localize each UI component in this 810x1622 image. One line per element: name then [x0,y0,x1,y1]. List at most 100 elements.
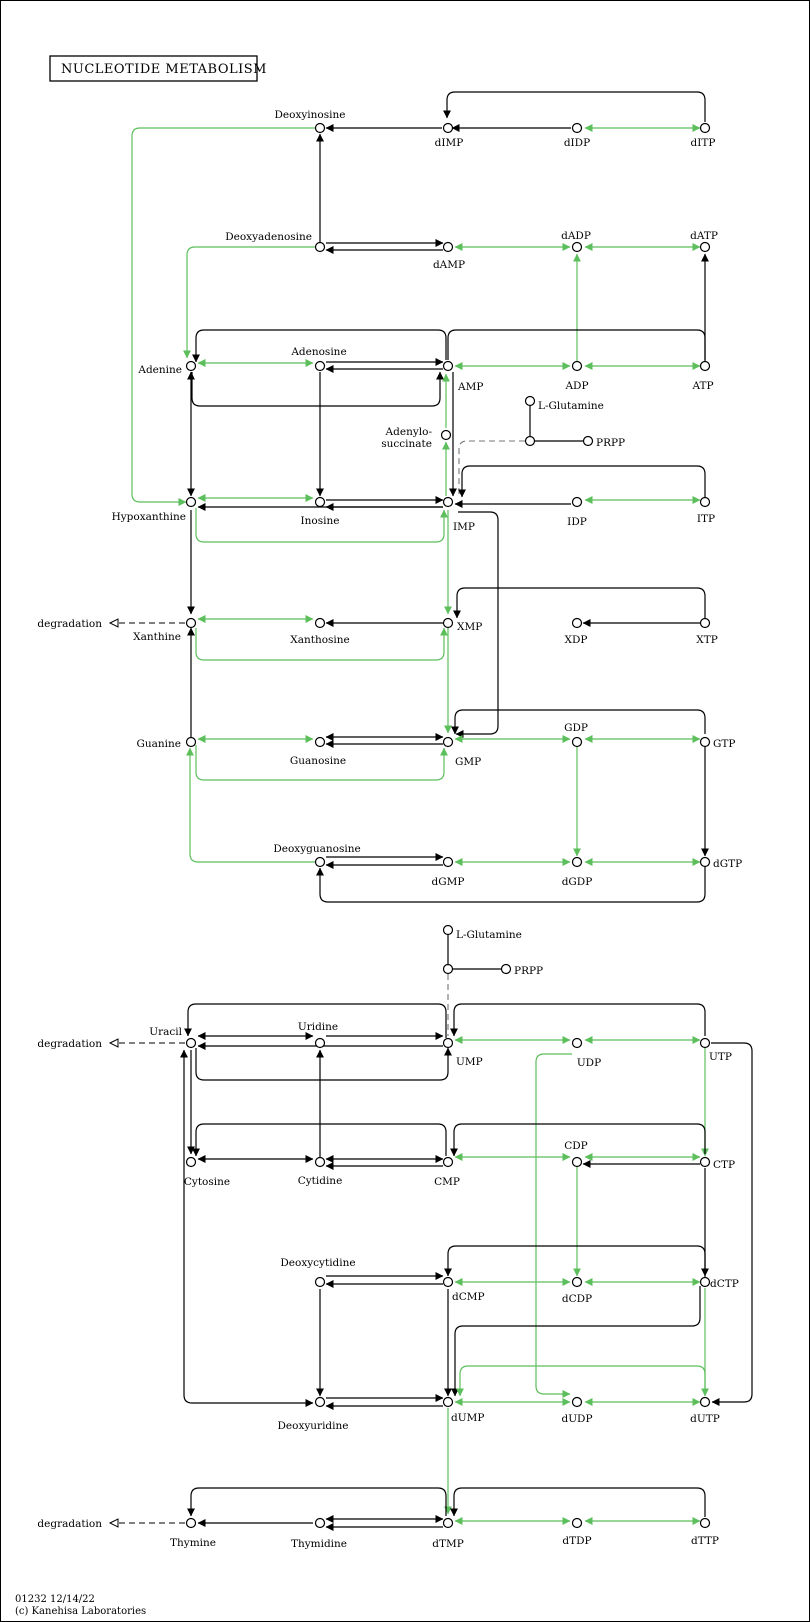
edge-amp-adenine-top[interactable] [192,329,447,363]
label-deoxycytidine: Deoxycytidine [280,1257,355,1269]
node-cytidine[interactable] [314,1156,326,1168]
node-deoxyguanosine[interactable] [314,856,326,868]
node-gdp[interactable] [571,736,583,748]
node-dudp[interactable] [571,1396,583,1408]
label-deoxyadenosine: Deoxyadenosine [225,231,312,243]
node-lglutamine-1[interactable] [524,395,536,407]
node-uridine[interactable] [314,1037,326,1049]
node-uracil[interactable] [185,1037,197,1049]
edge-xtp-xmp[interactable] [453,587,706,619]
edge-dutp-dump[interactable] [456,1365,706,1397]
edge-dtmp-thymine-top[interactable] [187,1487,447,1517]
edge-cmp-cytosine-top[interactable] [192,1123,447,1157]
edge-dgtp-deoxyguanosine[interactable] [316,867,706,903]
edge-guanine-gmp-loop[interactable] [195,745,448,781]
node-amp[interactable] [442,360,454,372]
edge-deoxyadenosine-adenine[interactable] [183,246,315,359]
node-xanthine[interactable] [185,617,197,629]
node-atp[interactable] [699,360,711,372]
node-ump[interactable] [442,1037,454,1049]
label-gmp: GMP [455,756,481,768]
node-dcmp[interactable] [442,1276,454,1288]
node-didp[interactable] [571,122,583,134]
node-xmp[interactable] [442,617,454,629]
node-datp[interactable] [699,241,711,253]
edge-gtp-gmp[interactable] [451,709,706,735]
edge-itp-imp[interactable] [458,465,706,498]
label-thymine: Thymine [170,1537,216,1549]
label-xmp: XMP [457,621,482,633]
node-adenosine[interactable] [314,360,326,372]
edge-glutamine-imp-dashed[interactable] [458,440,525,496]
edge-dctp-dcmp[interactable] [444,1245,706,1278]
node-dgtp[interactable] [699,856,711,868]
node-junction-2[interactable] [442,963,454,975]
node-prpp-2[interactable] [500,963,512,975]
node-dctp[interactable] [699,1276,711,1288]
node-dump[interactable] [442,1396,454,1408]
node-xtp[interactable] [699,617,711,629]
edge-utp-ump[interactable] [450,1003,706,1037]
node-adenylosuccinate[interactable] [440,429,452,441]
node-inosine[interactable] [314,496,326,508]
node-xdp[interactable] [571,617,583,629]
node-cdp[interactable] [571,1156,583,1168]
edge-ditp-dimp[interactable] [443,91,706,122]
node-adp[interactable] [571,360,583,372]
node-ditp[interactable] [699,122,711,134]
node-dimp[interactable] [442,122,454,134]
node-utp[interactable] [699,1037,711,1049]
node-lglutamine-2[interactable] [442,924,454,936]
node-idp[interactable] [571,496,583,508]
edge-ctp-cmp[interactable] [450,1123,706,1157]
edge-uracil-deoxyuridine[interactable] [183,1394,314,1407]
node-deoxyuridine[interactable] [314,1396,326,1408]
edge-deoxyguanosine-guanine[interactable] [186,747,315,863]
node-dttp[interactable] [699,1517,711,1529]
node-itp[interactable] [699,496,711,508]
node-guanine[interactable] [185,736,197,748]
edge-hypoxanthine-imp-loop[interactable] [195,508,448,543]
label-itp: ITP [697,513,715,525]
node-imp[interactable] [442,496,454,508]
node-damp[interactable] [442,241,454,253]
node-gtp[interactable] [699,736,711,748]
node-dadp[interactable] [571,241,583,253]
node-dgdp[interactable] [571,856,583,868]
node-dtdp[interactable] [571,1517,583,1529]
edge-utp-dutp[interactable] [711,1042,753,1406]
node-cytosine[interactable] [185,1156,197,1168]
edge-udp-dudp[interactable] [535,1053,572,1398]
edge-dttp-dtmp[interactable] [450,1487,706,1517]
node-junction-1[interactable] [524,435,536,447]
node-deoxyinosine[interactable] [314,122,326,134]
node-deoxycytidine[interactable] [314,1276,326,1288]
node-xanthosine[interactable] [314,617,326,629]
node-deoxyadenosine[interactable] [314,241,326,253]
edge-ump-uracil-top[interactable] [184,1003,447,1038]
edge-atp-amp-loop[interactable] [447,329,706,360]
edge-xanthine-xmp-loop[interactable] [195,627,448,661]
edge-imp-gmp-right[interactable] [455,511,499,738]
edge-dctp-dump[interactable] [451,1286,701,1397]
edge-adenine-amp-bottom[interactable] [191,371,444,407]
node-dutp[interactable] [699,1396,711,1408]
node-guanosine[interactable] [314,736,326,748]
edge-deoxyinosine-hypoxanthine[interactable] [131,127,315,506]
node-dtmp[interactable] [442,1517,454,1529]
node-adenine[interactable] [185,360,197,372]
node-prpp-1[interactable] [582,435,594,447]
node-dcdp[interactable] [571,1276,583,1288]
node-thymine[interactable] [185,1517,197,1529]
node-thymidine[interactable] [314,1517,326,1529]
node-ctp[interactable] [699,1156,711,1168]
node-hypoxanthine[interactable] [185,496,197,508]
edge-uracil-ump-bottom[interactable] [195,1047,452,1081]
node-dgmp[interactable] [442,856,454,868]
node-cmp[interactable] [442,1156,454,1168]
node-gmp[interactable] [442,736,454,748]
label-lglutamine-2: L-Glutamine [456,929,522,941]
node-udp[interactable] [571,1037,583,1049]
map-title[interactable]: NUCLEOTIDE METABOLISM [49,55,267,82]
